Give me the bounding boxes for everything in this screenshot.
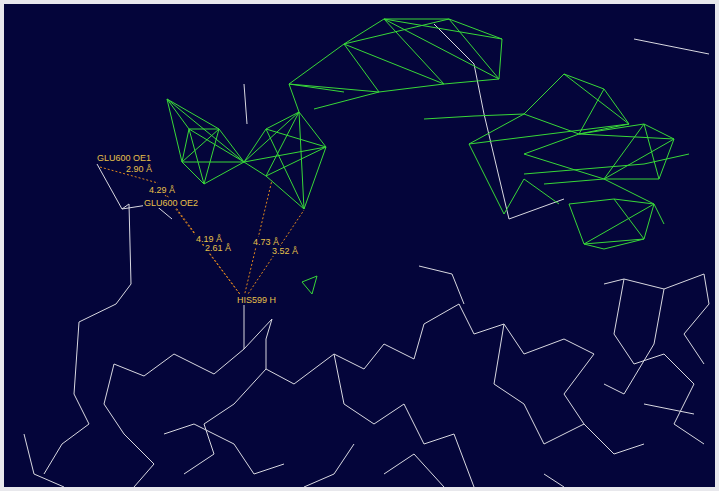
atom-label: GLU600 OE1 [96,153,152,163]
atom-label: GLU600 OE2 [143,198,199,208]
viewer-panel: GLU600 OE12.90 Å4.29 ÅGLU600 OE24.19 Å2.… [4,4,715,487]
molecule-illustration [4,4,715,487]
distance-label: 3.52 Å [271,246,299,256]
atom-label: HIS599 H [236,295,277,305]
distance-lines [100,167,304,297]
distance-label: 2.90 Å [125,164,153,174]
distance-label: 2.61 Å [204,243,232,253]
protein-wireframe [24,24,709,487]
ligand-wireframe [167,19,689,294]
distance-label: 4.29 Å [148,185,176,195]
